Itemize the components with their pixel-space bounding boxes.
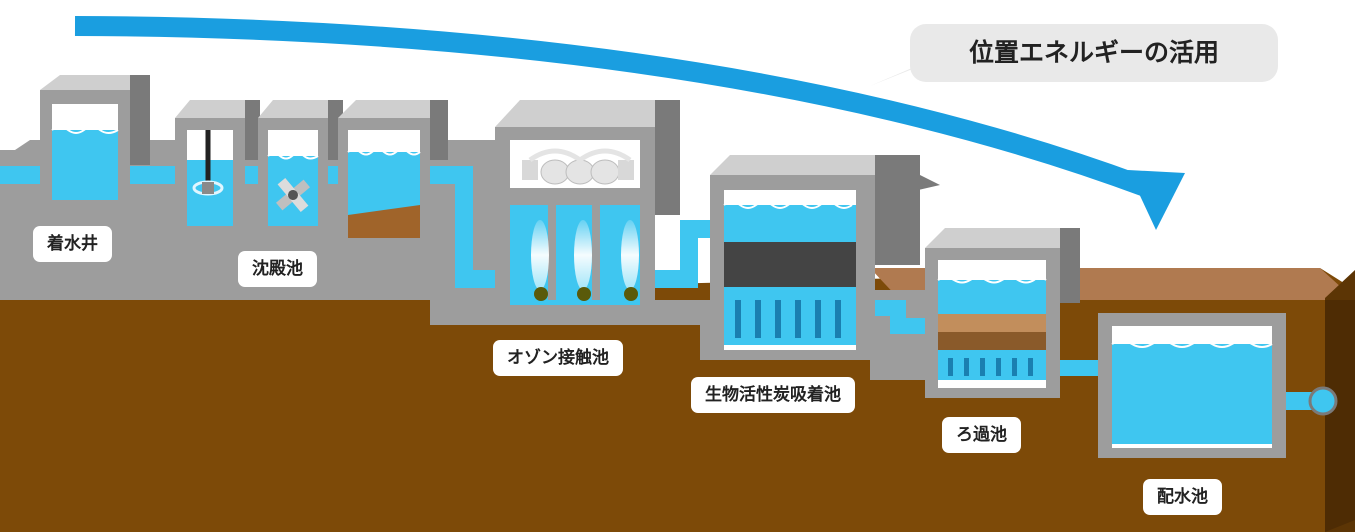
label-filtration: ろ過池 (942, 417, 1021, 453)
filtration-structure (925, 228, 1080, 398)
ozone-contact-structure (495, 100, 680, 310)
label-sedimentation: 沈殿池 (238, 251, 317, 287)
receiving-well-structure (40, 75, 150, 200)
label-bac: 生物活性炭吸着池 (691, 377, 855, 413)
ozone-bubble-icon (531, 220, 639, 301)
reservoir-structure (1098, 313, 1286, 458)
label-distribution-reservoir: 配水池 (1143, 479, 1222, 515)
label-ozone-contact: オゾン接触池 (493, 340, 623, 376)
banner-text: 位置エネルギーの活用 (968, 38, 1219, 67)
sedimentation-structure (175, 100, 448, 238)
flocculator-icon (275, 177, 311, 213)
bac-structure (710, 155, 940, 358)
gravity-flow-arrow (74, 16, 1185, 230)
ozone-generator-icon (522, 148, 634, 185)
banner-pointer (870, 56, 940, 86)
label-receiving-well: 着水井 (33, 226, 112, 262)
energy-banner: 位置エネルギーの活用 (870, 24, 1278, 86)
